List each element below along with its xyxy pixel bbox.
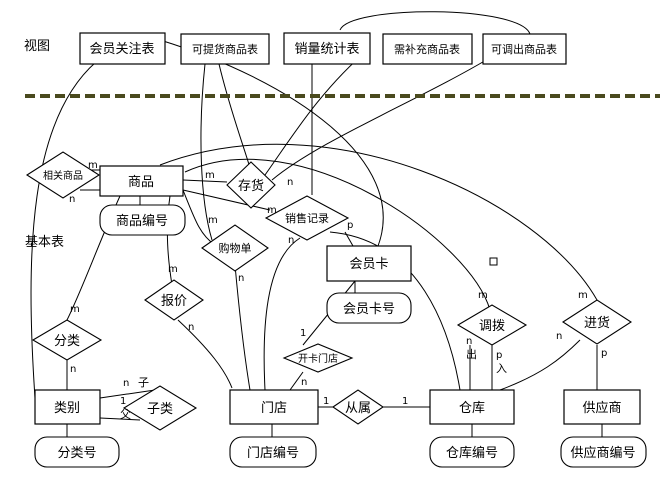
card-opencard-1: 1 — [300, 328, 306, 339]
view-transferable[interactable]: 可调出商品表 — [482, 33, 567, 65]
entity-category[interactable]: 类别 — [34, 389, 101, 425]
rel-subclass-label: 子类 — [147, 402, 173, 417]
rel-inventory[interactable]: 存货 — [226, 161, 276, 209]
rel-classify-label: 分类 — [54, 334, 80, 349]
attr-supplier-no-label: 供应商编号 — [570, 445, 635, 461]
card-classify-m: m — [70, 304, 80, 315]
rel-subclass[interactable]: 子类 — [122, 385, 198, 431]
rel-related-goods[interactable]: 相关商品 — [25, 151, 101, 199]
card-subclass-1: 1 — [120, 396, 126, 407]
view-need-restock[interactable]: 需补充商品表 — [382, 33, 473, 65]
view-member-watch-label: 会员关注表 — [89, 42, 154, 57]
rel-transfer-label: 调拨 — [479, 319, 505, 334]
attr-supplier-no: 供应商编号 — [560, 436, 647, 468]
rel-quote-label: 报价 — [161, 294, 187, 309]
entity-warehouse-label: 仓库 — [459, 400, 485, 416]
attr-category-no-label: 分类号 — [57, 446, 96, 461]
rel-open-card[interactable]: 开卡门店 — [282, 343, 354, 373]
card-inventory-m: m — [205, 170, 215, 181]
card-opencard-n: n — [301, 377, 307, 388]
card-sales-p: p — [347, 220, 353, 231]
card-shopping-n: n — [238, 273, 244, 284]
entity-supplier[interactable]: 供应商 — [563, 389, 641, 425]
card-quote-m: m — [168, 264, 178, 275]
card-transfer-p: p — [496, 350, 502, 361]
view-transferable-label: 可调出商品表 — [491, 42, 557, 56]
card-purchase-p: p — [601, 348, 607, 359]
view-sales-stats-label: 销量统计表 — [294, 42, 359, 57]
rel-related-goods-label: 相关商品 — [43, 169, 83, 182]
card-belongs-1a: 1 — [323, 396, 329, 407]
base-table-label: 基本表 — [25, 235, 64, 250]
card-transfer-m: m — [478, 290, 488, 301]
attr-warehouse-no: 仓库编号 — [429, 436, 515, 468]
card-transfer-in: 入 — [496, 362, 507, 375]
attr-store-no-label: 门店编号 — [247, 446, 299, 461]
card-classify-n: n — [70, 364, 76, 375]
entity-member-card[interactable]: 会员卡 — [326, 245, 412, 282]
view-sales-stats[interactable]: 销量统计表 — [283, 32, 371, 65]
rel-belongs-to[interactable]: 从属 — [332, 389, 384, 425]
attr-store-no: 门店编号 — [229, 436, 317, 468]
card-purchase-m: m — [578, 290, 588, 301]
card-sales-m: m — [267, 205, 277, 216]
card-related-m: m — [88, 160, 98, 171]
attr-goods-id: 商品编号 — [99, 204, 186, 236]
rel-classify[interactable]: 分类 — [31, 319, 103, 361]
view-need-restock-label: 需补充商品表 — [394, 42, 460, 56]
entity-goods-label: 商品 — [128, 175, 154, 190]
rel-purchase[interactable]: 进货 — [561, 299, 633, 345]
card-belongs-1b: 1 — [402, 396, 408, 407]
entity-warehouse[interactable]: 仓库 — [429, 389, 515, 425]
cardinality-labels: m n m n m p n m n m n m n 1 n n 子 1 父 1 … — [69, 160, 607, 421]
view-label: 视图 — [24, 39, 50, 54]
card-related-n: n — [69, 194, 75, 205]
entity-category-label: 类别 — [54, 401, 80, 416]
view-member-watch[interactable]: 会员关注表 — [79, 32, 166, 65]
card-inventory-n: n — [287, 177, 293, 188]
card-subclass-child: 子 — [138, 376, 149, 389]
view-pickup-goods-label: 可提货商品表 — [192, 42, 258, 56]
rel-sales-record-label: 销售记录 — [285, 211, 329, 225]
attr-category-no: 分类号 — [34, 436, 120, 468]
rel-purchase-label: 进货 — [584, 315, 610, 331]
rel-shopping-list[interactable]: 购物单 — [201, 224, 269, 272]
card-transfer-n: n — [466, 336, 472, 347]
view-pickup-goods[interactable]: 可提货商品表 — [180, 33, 270, 65]
small-square-marker — [489, 257, 498, 266]
rel-shopping-list-label: 购物单 — [219, 241, 252, 255]
rel-belongs-to-label: 从属 — [345, 401, 371, 416]
entity-store[interactable]: 门店 — [229, 389, 319, 425]
attr-warehouse-no-label: 仓库编号 — [446, 445, 498, 461]
entity-store-label: 门店 — [261, 401, 287, 416]
card-quote-n: n — [188, 322, 194, 333]
attr-card-no-label: 会员卡号 — [343, 302, 395, 317]
rel-quote[interactable]: 报价 — [144, 279, 204, 321]
card-subclass-n: n — [123, 378, 129, 389]
card-purchase-n: n — [556, 331, 562, 342]
entity-member-card-label: 会员卡 — [349, 257, 388, 272]
entity-supplier-label: 供应商 — [582, 400, 621, 416]
attr-card-no: 会员卡号 — [326, 292, 412, 324]
rel-inventory-label: 存货 — [238, 178, 264, 194]
card-transfer-out: 出 — [466, 347, 477, 361]
card-shopping-m: m — [208, 215, 218, 226]
rel-transfer[interactable]: 调拨 — [456, 304, 528, 346]
rel-sales-record[interactable]: 销售记录 — [264, 195, 350, 241]
card-sales-n: n — [288, 235, 294, 246]
card-subclass-parent: 父 — [120, 408, 131, 421]
entity-goods[interactable]: 商品 — [99, 165, 184, 197]
rel-open-card-label: 开卡门店 — [298, 352, 338, 365]
attr-goods-id-label: 商品编号 — [116, 214, 168, 229]
